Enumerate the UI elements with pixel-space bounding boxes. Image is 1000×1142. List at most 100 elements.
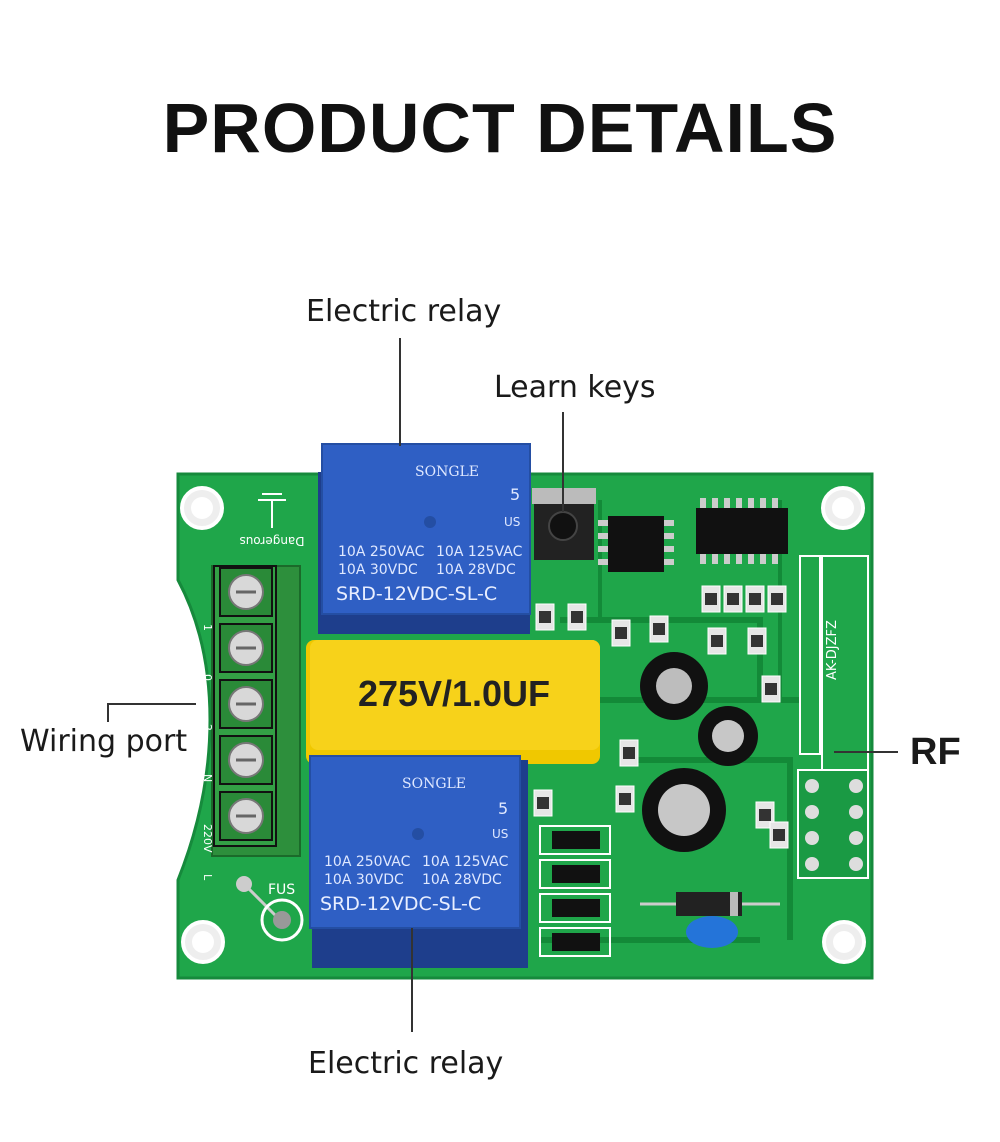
ic-pin	[712, 498, 718, 508]
leader-wiring-port	[107, 703, 196, 722]
smd-part-body	[571, 611, 583, 623]
diode-outline	[539, 825, 611, 855]
rf-pin	[805, 857, 819, 871]
ic-pin	[664, 559, 674, 565]
electrolytic-capacitor-2	[698, 706, 758, 766]
terminal-label: 220V	[201, 824, 214, 853]
antenna-icon	[258, 493, 286, 528]
ic-pin	[700, 554, 706, 564]
ic-pin	[760, 498, 766, 508]
capacitor: 275V/1.0UF	[306, 640, 600, 764]
relay-top-rating-l1: 10A 250VAC	[338, 544, 425, 560]
page-title: PRODUCT DETAILS	[162, 89, 838, 167]
diode-d5	[640, 892, 780, 916]
ic-pins	[598, 498, 778, 565]
smd-part-body	[759, 809, 771, 821]
smd-part-body	[537, 797, 549, 809]
ceramic-capacitor-c2	[686, 916, 738, 948]
terminal-label: 1	[201, 624, 214, 631]
ic-pin	[712, 554, 718, 564]
relay-top-rating-r2: 10A 28VDC	[436, 562, 516, 578]
diode-body	[552, 865, 600, 883]
relay-bottom-num: 5	[498, 799, 508, 818]
rf-pin	[849, 805, 863, 819]
callout-top-relay: Electric relay	[306, 294, 502, 329]
smd-part-body	[539, 611, 551, 623]
smd-part-body	[711, 635, 723, 647]
rf-pin	[849, 831, 863, 845]
relay-top-us: US	[504, 515, 520, 529]
callout-wiring-port: Wiring port	[20, 724, 188, 759]
mounting-hole-bl	[181, 920, 225, 964]
mounting-hole-tl	[180, 486, 224, 530]
relay-top-num: 5	[510, 485, 520, 504]
fuse	[236, 876, 304, 942]
smd-part-body	[765, 683, 777, 695]
terminal-label: N	[201, 774, 214, 782]
smd-part-body	[751, 635, 763, 647]
ic-chip-left	[608, 516, 664, 572]
rf-pin	[805, 805, 819, 819]
terminal-label: L	[201, 874, 214, 881]
diode-outline	[539, 927, 611, 957]
relay-bottom-brand: SONGLE	[402, 776, 466, 792]
ic-pin	[760, 554, 766, 564]
smd-part-body	[619, 793, 631, 805]
smd-part-body	[615, 627, 627, 639]
smd-part-body	[705, 593, 717, 605]
relay-bottom: SONGLE 5 US 10A 250VAC 10A 30VDC 10A 125…	[309, 755, 528, 968]
diodes	[539, 825, 611, 957]
smd-part-body	[727, 593, 739, 605]
smd-part-body	[653, 623, 665, 635]
callout-rf: RF	[910, 731, 961, 773]
relay-bottom-rating-r1: 10A 125VAC	[422, 854, 509, 870]
smd-components	[533, 585, 789, 849]
diode-body	[552, 831, 600, 849]
relay-bottom-rating-l2: 10A 30VDC	[324, 872, 404, 888]
ic-pin	[700, 498, 706, 508]
rf-pin	[805, 779, 819, 793]
diode-outline	[539, 893, 611, 923]
ic-pin	[664, 546, 674, 552]
terminal-label: 0	[201, 674, 214, 681]
diode-body	[552, 899, 600, 917]
smd-part-body	[771, 593, 783, 605]
rf-pin	[805, 831, 819, 845]
electrolytic-capacitor-1	[640, 652, 708, 720]
relay-top-model: SRD-12VDC-SL-C	[336, 583, 497, 605]
electrolytic-capacitor-3	[642, 768, 726, 852]
mounting-hole-br	[822, 920, 866, 964]
ic-pin	[598, 520, 608, 526]
relay-top-rating-l2: 10A 30VDC	[338, 562, 418, 578]
ic-pin	[598, 533, 608, 539]
ic-pin	[736, 554, 742, 564]
callout-learn-keys: Learn keys	[494, 370, 656, 405]
relay-bottom-rating-r2: 10A 28VDC	[422, 872, 502, 888]
ic-pin	[772, 554, 778, 564]
mounting-hole-tr	[821, 486, 865, 530]
smd-part-body	[773, 829, 785, 841]
callout-bottom-relay: Electric relay	[308, 1046, 504, 1081]
ic-pin	[748, 554, 754, 564]
rf-pin	[849, 857, 863, 871]
ic-pin	[772, 498, 778, 508]
relay-bottom-rating-l1: 10A 250VAC	[324, 854, 411, 870]
silkscreen-model: AK-DJZFZ	[825, 620, 840, 680]
relay-top: SONGLE 5 US 10A 250VAC 10A 30VDC 10A 125…	[318, 443, 531, 634]
smd-part-body	[749, 593, 761, 605]
diode-body	[552, 933, 600, 951]
relay-top-brand: SONGLE	[415, 464, 479, 480]
capacitor-label: 275V/1.0UF	[358, 673, 550, 714]
silkscreen-fus: FUS	[268, 882, 295, 898]
rf-pins	[805, 779, 863, 871]
terminal-screws	[219, 567, 273, 841]
smd-part-body	[623, 747, 635, 759]
ic-pin	[748, 498, 754, 508]
ic-pin	[664, 520, 674, 526]
relay-bottom-model: SRD-12VDC-SL-C	[320, 893, 481, 915]
ic-pin	[598, 546, 608, 552]
relay-top-rating-r1: 10A 125VAC	[436, 544, 523, 560]
ic-pin	[724, 498, 730, 508]
